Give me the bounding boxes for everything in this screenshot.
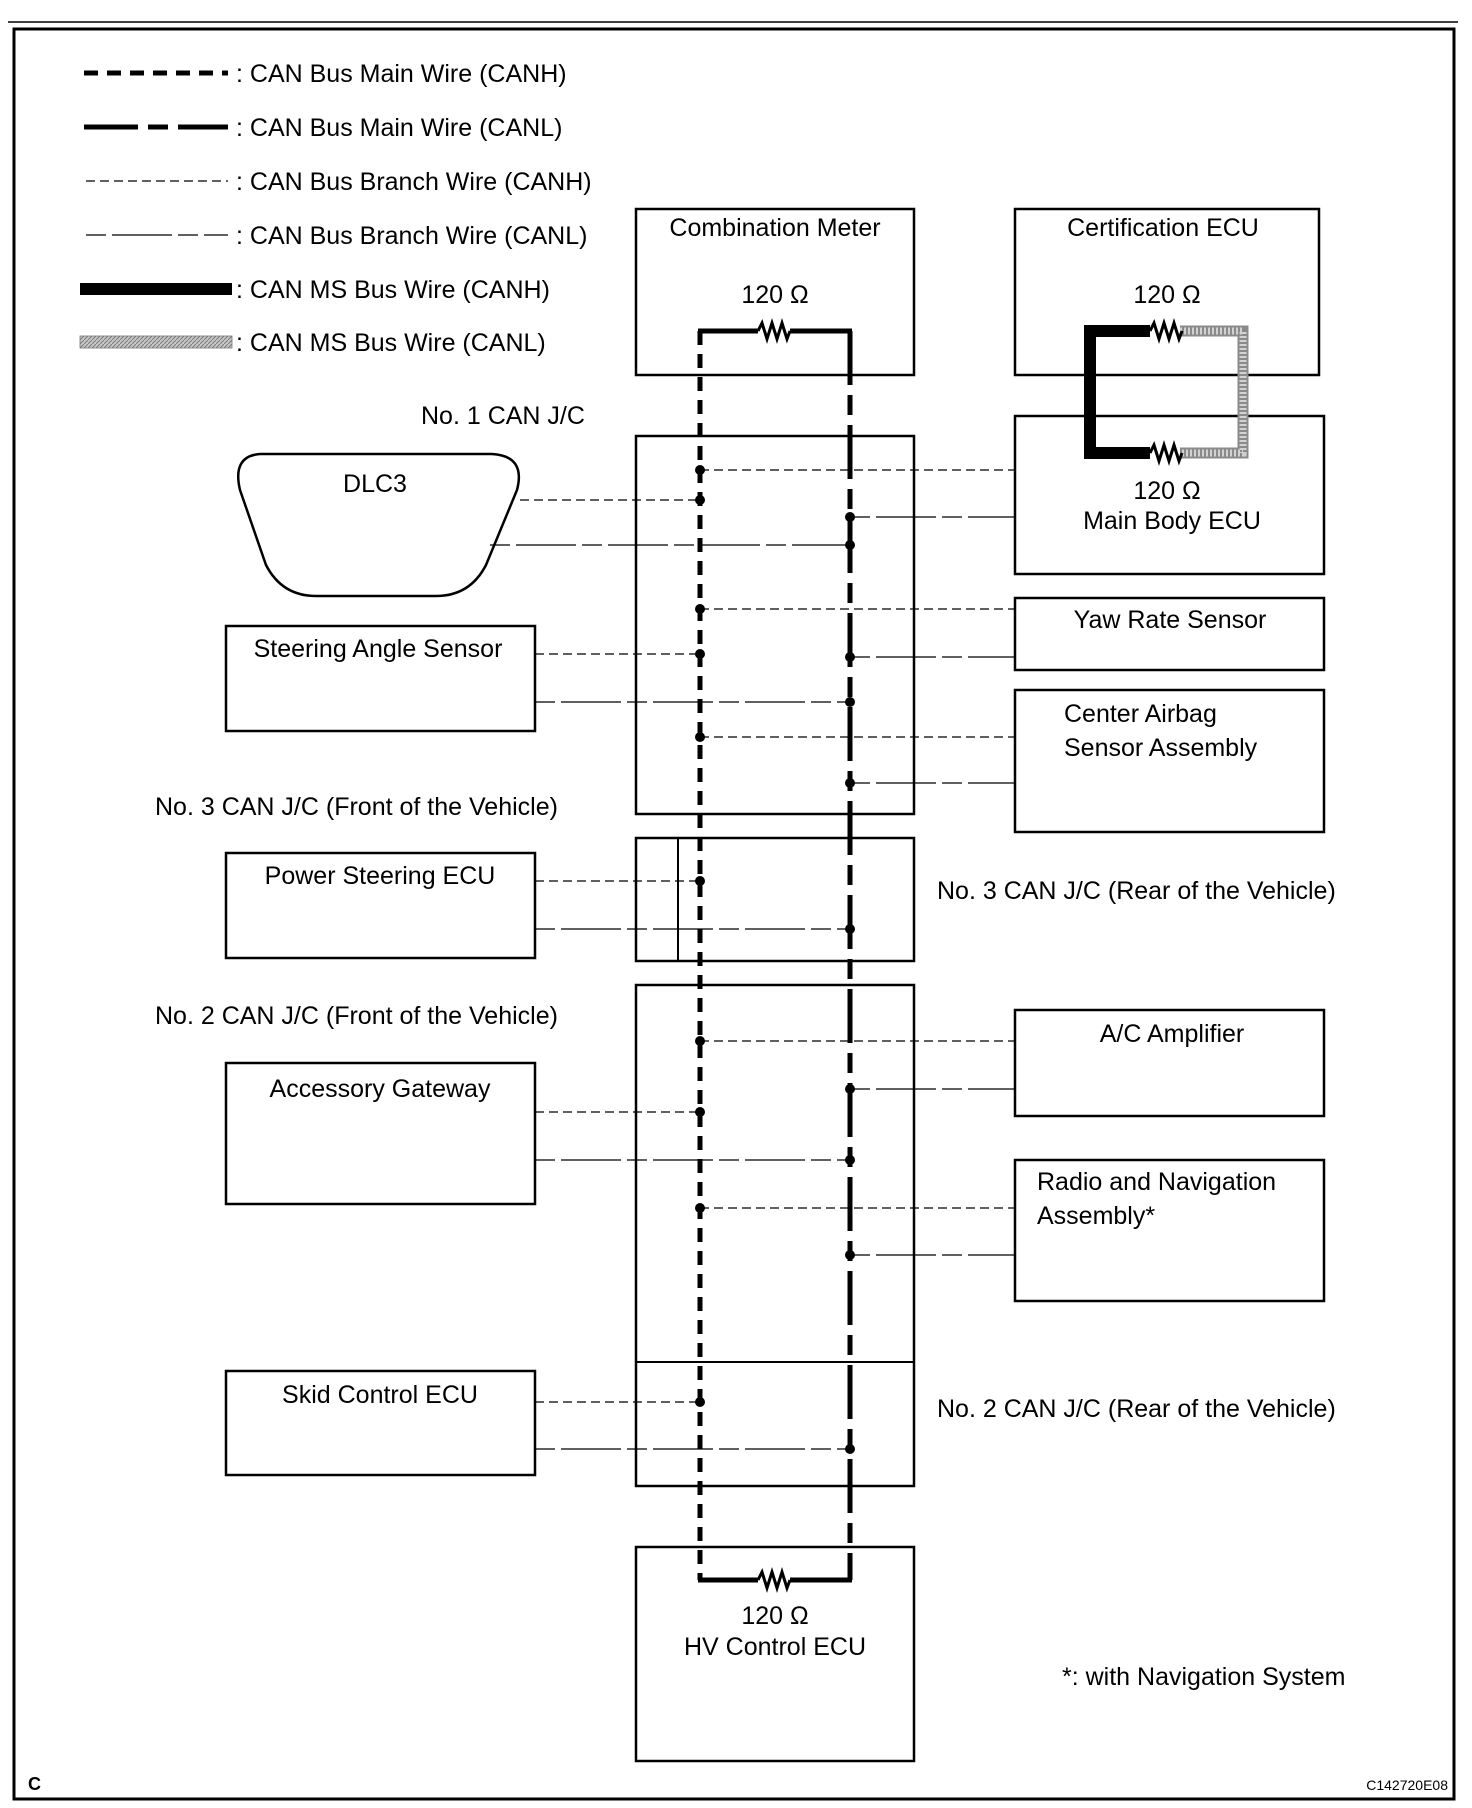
main-body-ecu-label: Main Body ECU: [1083, 507, 1261, 535]
jc3-box: [634, 836, 916, 963]
accessory-gateway-box: [224, 1061, 537, 1206]
legend-main-canh-label: : CAN Bus Main Wire (CANH): [236, 60, 567, 88]
ms-bus: [1084, 317, 1249, 467]
corner-letter: C: [28, 1774, 41, 1794]
navigation-footnote: *: with Navigation System: [1062, 1663, 1345, 1691]
center-airbag-sensor-box: [1013, 688, 1326, 834]
legend-ms-canh-label: : CAN MS Bus Wire (CANH): [236, 276, 550, 304]
radio-navigation-box: [1013, 1158, 1326, 1303]
skid-control-ecu-box: [224, 1369, 537, 1477]
hv-control-ecu-label: HV Control ECU: [684, 1633, 866, 1661]
meter-resistor-symbol: [756, 317, 792, 345]
center-airbag-label-line1: Center Airbag: [1064, 700, 1217, 728]
jc3-front-label: No. 3 CAN J/C (Front of the Vehicle): [155, 793, 558, 821]
hv-terminator: [698, 1566, 852, 1594]
ms-bus-canl: [1180, 325, 1249, 459]
ms-bus-canh: [1084, 325, 1150, 459]
node-steering-angle-canh: [695, 649, 705, 659]
legend-main-canl-label: : CAN Bus Main Wire (CANL): [236, 114, 562, 142]
ac-amplifier-box: [1013, 1008, 1326, 1118]
hv-control-ecu-box: [634, 1545, 916, 1763]
node-radio-navigation-canl: [845, 1250, 855, 1260]
certification-ecu-box: [1013, 207, 1321, 377]
yaw-rate-sensor-label: Yaw Rate Sensor: [1074, 606, 1267, 634]
legend: : CAN Bus Main Wire (CANH) : CAN Bus Mai…: [79, 60, 592, 357]
node-main-body-canh: [695, 465, 705, 475]
legend-ms-canl-sample: [79, 335, 233, 349]
steering-angle-sensor-label: Steering Angle Sensor: [254, 635, 503, 663]
node-power-steering-canh: [695, 876, 705, 886]
power-steering-ecu-label: Power Steering ECU: [265, 862, 496, 890]
accessory-gateway-label: Accessory Gateway: [270, 1075, 491, 1103]
center-airbag-label-line2: Sensor Assembly: [1064, 734, 1258, 762]
node-yaw-rate-canh: [695, 604, 705, 614]
outer-frame: [12, 27, 1456, 1801]
legend-branch-canl-label: : CAN Bus Branch Wire (CANL): [236, 222, 587, 250]
node-ac-amplifier-canl: [845, 1084, 855, 1094]
figure-code: C142720E08: [1366, 1777, 1448, 1793]
node-accessory-gateway-canh: [695, 1107, 705, 1117]
combination-meter-box: [634, 207, 916, 377]
certification-ecu-label: Certification ECU: [1067, 214, 1259, 242]
radio-navigation-label-line1: Radio and Navigation: [1037, 1168, 1276, 1196]
hv-control-ecu-resistance: 120 Ω: [741, 1602, 808, 1630]
node-yaw-rate-canl: [845, 652, 855, 662]
cert-bottom-resistor-symbol: [1148, 439, 1184, 467]
node-ac-amplifier-canh: [695, 1036, 705, 1046]
dlc3-label: DLC3: [343, 470, 407, 498]
node-dlc3-canl: [845, 540, 855, 550]
combination-meter-label: Combination Meter: [669, 214, 880, 242]
skid-control-ecu-label: Skid Control ECU: [282, 1381, 478, 1409]
certification-bottom-resistance: 120 Ω: [1133, 477, 1200, 505]
jc2-rear-label: No. 2 CAN J/C (Rear of the Vehicle): [937, 1395, 1336, 1423]
node-skid-control-canl: [845, 1444, 855, 1454]
radio-navigation-label-line2: Assembly*: [1037, 1202, 1155, 1230]
yaw-rate-sensor-box: [1013, 596, 1326, 672]
legend-ms-canl-label: : CAN MS Bus Wire (CANL): [236, 329, 546, 357]
jc2-box: [634, 983, 916, 1488]
ac-amplifier-label: A/C Amplifier: [1100, 1020, 1244, 1048]
junction-dots: [695, 465, 855, 1454]
certification-top-resistance: 120 Ω: [1133, 281, 1200, 309]
jc1-box: [634, 434, 916, 816]
meter-terminator: [698, 317, 852, 345]
dlc3-connector: [237, 452, 521, 598]
node-dlc3-canh: [695, 495, 705, 505]
node-radio-navigation-canh: [695, 1203, 705, 1213]
jc3-rear-label: No. 3 CAN J/C (Rear of the Vehicle): [937, 877, 1336, 905]
branch-wires: [490, 469, 1015, 1450]
jc2-front-label: No. 2 CAN J/C (Front of the Vehicle): [155, 1002, 558, 1030]
power-steering-ecu-box: [224, 851, 537, 960]
node-main-body-canl: [845, 512, 855, 522]
node-power-steering-canl: [845, 924, 855, 934]
node-steering-angle-canl: [845, 697, 855, 707]
main-body-ecu-box: [1013, 414, 1326, 576]
hv-resistor-symbol: [756, 1566, 792, 1594]
legend-branch-canh-label: : CAN Bus Branch Wire (CANH): [236, 168, 592, 196]
node-center-airbag-canl: [845, 778, 855, 788]
node-skid-control-canh: [695, 1397, 705, 1407]
jc1-label: No. 1 CAN J/C: [421, 402, 585, 430]
node-center-airbag-canh: [695, 732, 705, 742]
combination-meter-resistance: 120 Ω: [741, 281, 808, 309]
steering-angle-sensor-box: [224, 624, 537, 733]
cert-top-resistor-symbol: [1148, 317, 1184, 345]
node-accessory-gateway-canl: [845, 1155, 855, 1165]
